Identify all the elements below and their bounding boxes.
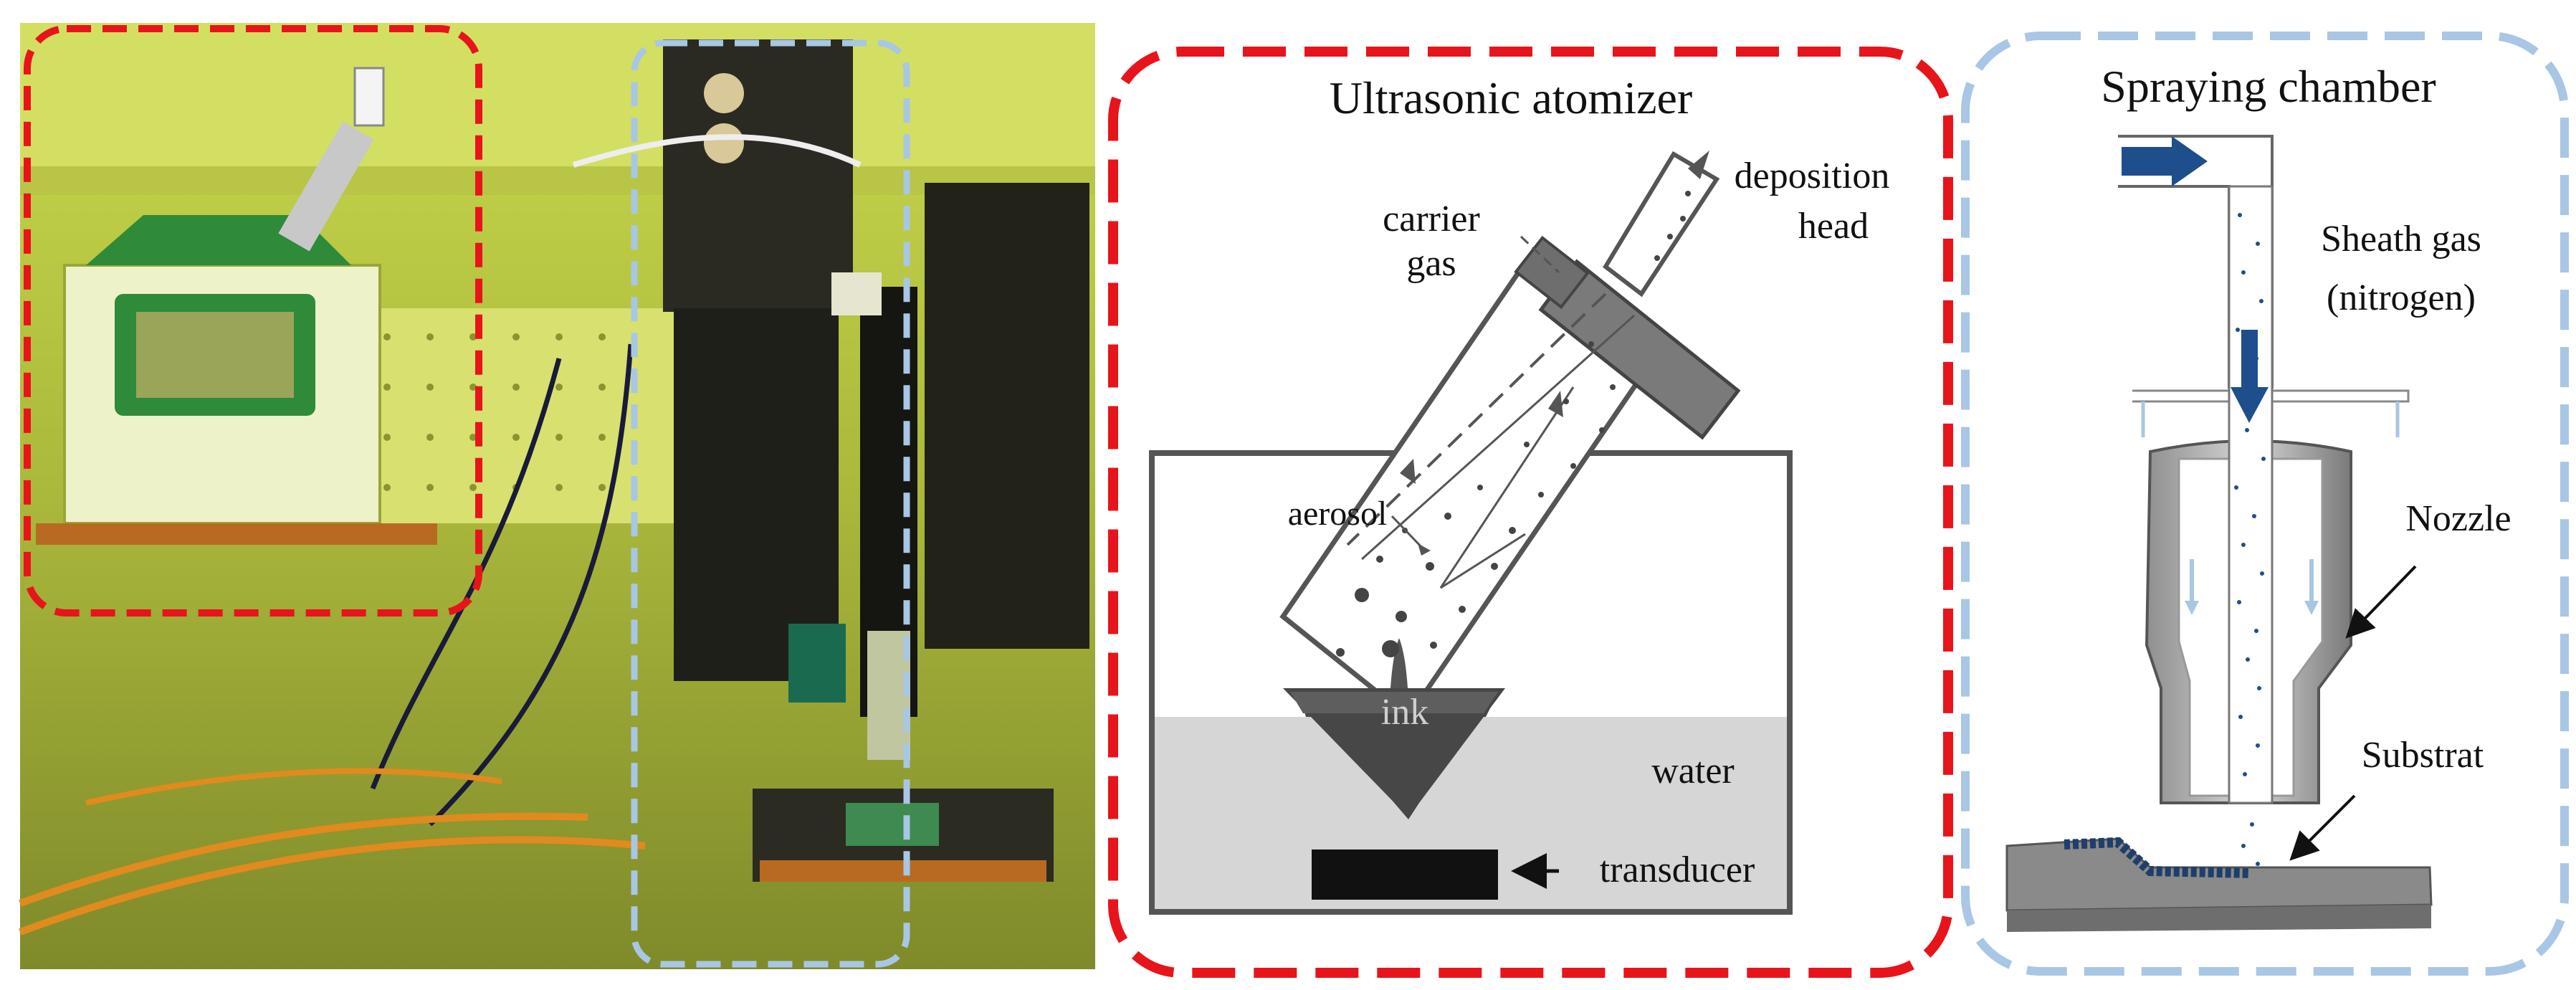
- ink-label: ink: [1381, 692, 1428, 733]
- carrier-gas-label-line1: carrier: [1383, 199, 1480, 239]
- deposition-head-label-line2: head: [1798, 206, 1869, 247]
- sheath-gas-label-line1: Sheath gas: [2321, 219, 2481, 260]
- atomizer-title: Ultrasonic atomizer: [1330, 72, 1692, 123]
- photo-panel: [19, 23, 1095, 969]
- nozzle-label: Nozzle: [2405, 498, 2511, 539]
- chamber-title: Spraying chamber: [2101, 61, 2436, 112]
- transducer: [1312, 849, 1498, 900]
- stream-arrow: [2231, 330, 2269, 423]
- carrier-gas-label-line2: gas: [1406, 243, 1456, 284]
- aerosol-label: aerosol: [1288, 495, 1388, 533]
- aerosol-droplets: [1336, 341, 1616, 662]
- substrate-label: Substrat: [2362, 735, 2484, 776]
- sheath-gas-label-line2: (nitrogen): [2327, 277, 2476, 318]
- sheath-gas-inlet-arrow: [2122, 136, 2208, 186]
- water-label: water: [1651, 751, 1734, 791]
- printed-track: [2064, 837, 2251, 878]
- aerosol-stream: [2228, 185, 2274, 804]
- stream-droplets: [2234, 213, 2266, 866]
- printhead-tower: [663, 39, 853, 312]
- transducer-label: transducer: [1600, 849, 1755, 890]
- breadboard-holes: [383, 333, 606, 491]
- chamber-panel: Spraying chamber Sheath gas (nitrogen) N…: [1961, 32, 2569, 976]
- deposition-head-label-line1: deposition: [1735, 156, 1890, 196]
- atomizer-panel: Ultrasonic atomizer carrier gas depositi…: [1108, 47, 1953, 978]
- spraying-chamber-region-frame: [631, 39, 910, 968]
- atomizer-region-frame: [24, 25, 482, 617]
